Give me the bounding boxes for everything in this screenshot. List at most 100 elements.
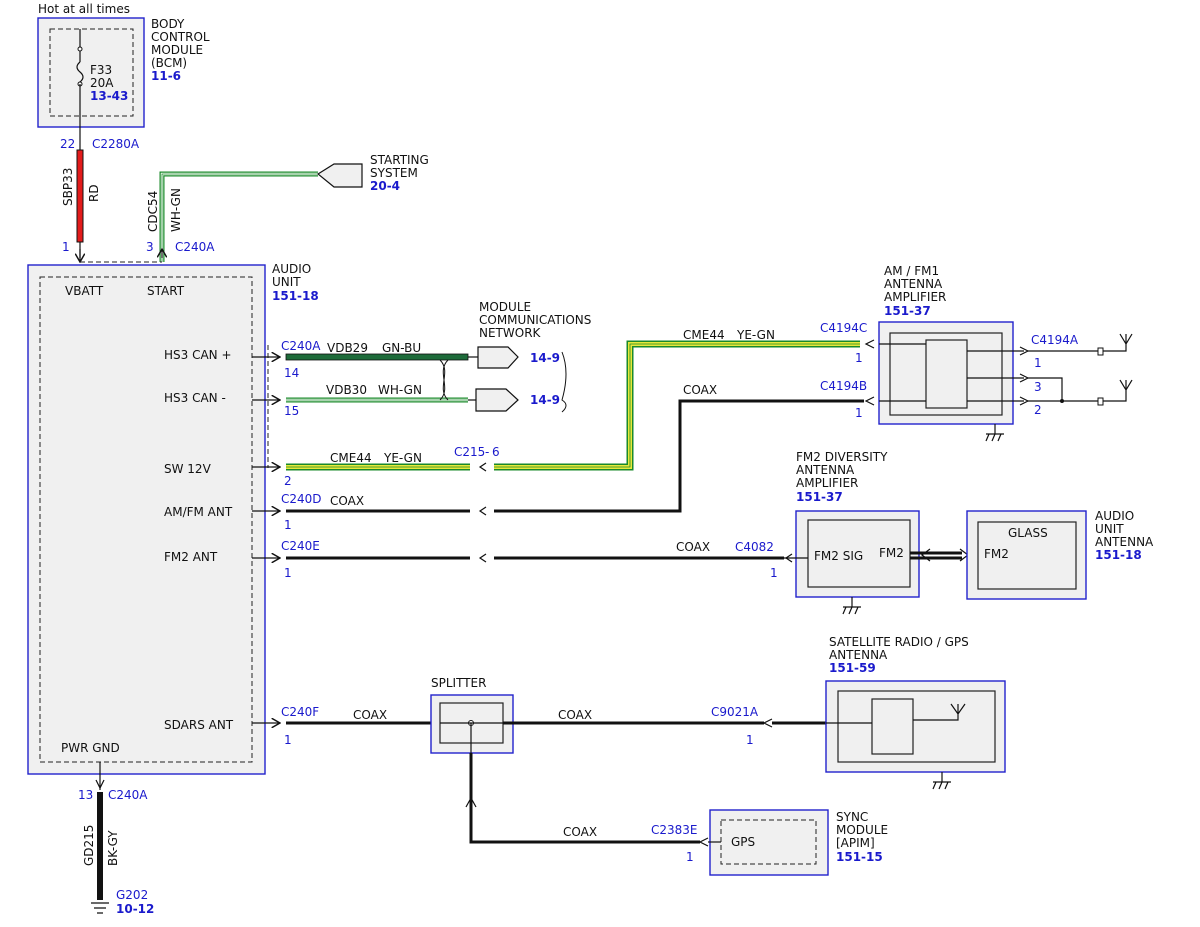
bcm-inner bbox=[49, 28, 134, 117]
c2280a-pin: 22 bbox=[60, 137, 75, 151]
svg-text:[APIM]: [APIM] bbox=[836, 836, 875, 850]
vdb29-pin: 14 bbox=[284, 366, 299, 380]
fm2-amp-ref[interactable]: 151-37 bbox=[796, 490, 843, 504]
twisted-pair-icon bbox=[439, 359, 449, 401]
audio-unit-box[interactable] bbox=[27, 264, 266, 775]
bcm-name: BODY CONTROL MODULE (BCM) bbox=[151, 17, 210, 70]
amfm-coax-wire[interactable] bbox=[286, 399, 864, 513]
svg-text:UNIT: UNIT bbox=[1095, 522, 1124, 536]
bcm-ref[interactable]: 11-6 bbox=[151, 69, 181, 83]
splitter-coax-right: COAX bbox=[558, 708, 592, 722]
sync-ref[interactable]: 151-15 bbox=[836, 850, 883, 864]
svg-text:AUDIO: AUDIO bbox=[272, 262, 311, 276]
vdb29-wire[interactable] bbox=[285, 353, 469, 361]
c4194b-pin: 1 bbox=[855, 406, 863, 420]
c240d-connector: C240D bbox=[281, 492, 322, 506]
svg-text:ANTENNA: ANTENNA bbox=[796, 463, 855, 477]
svg-text:BODY: BODY bbox=[151, 17, 185, 31]
g202-label: G202 bbox=[116, 888, 148, 902]
mcn-minus-connector-icon bbox=[475, 388, 519, 412]
c2280a-connector: C2280A bbox=[92, 137, 140, 151]
fuse-icon bbox=[76, 61, 84, 83]
svg-text:STARTING: STARTING bbox=[370, 153, 429, 167]
sdars-coax-label: COAX bbox=[353, 708, 387, 722]
fuse-ref[interactable]: 13-43 bbox=[90, 89, 128, 103]
fm2-link-wire[interactable] bbox=[910, 551, 962, 560]
sw12v-pin: 2 bbox=[284, 474, 292, 488]
starting-system-ref[interactable]: 20-4 bbox=[370, 179, 400, 193]
sat-antenna-ref[interactable]: 151-59 bbox=[829, 661, 876, 675]
antenna-icon bbox=[913, 703, 966, 721]
svg-text:SYNC: SYNC bbox=[836, 810, 868, 824]
mcn-ref-minus[interactable]: 14-9 bbox=[530, 393, 560, 407]
svg-text:AMPLIFIER: AMPLIFIER bbox=[796, 476, 858, 490]
ground-icon bbox=[985, 424, 1004, 442]
pwr-gnd-label: PWR GND bbox=[61, 741, 120, 755]
bcm-box[interactable] bbox=[37, 17, 145, 128]
hs3-can-minus-label: HS3 CAN - bbox=[164, 391, 226, 405]
c4194b-connector: C4194B bbox=[820, 379, 867, 393]
amfm-amp-ref[interactable]: 151-37 bbox=[884, 304, 931, 318]
vdb29-circuit: VDB29 bbox=[327, 341, 368, 355]
c240e-pin: 1 bbox=[284, 566, 292, 580]
gd215-wire[interactable] bbox=[97, 792, 103, 900]
ground-connector: C240A bbox=[108, 788, 148, 802]
svg-text:COMMUNICATIONS: COMMUNICATIONS bbox=[479, 313, 591, 327]
svg-text:SATELLITE RADIO / GPS: SATELLITE RADIO / GPS bbox=[829, 635, 969, 649]
svg-text:AUDIO: AUDIO bbox=[1095, 509, 1134, 523]
svg-text:CONTROL: CONTROL bbox=[151, 30, 210, 44]
svg-text:AM / FM1: AM / FM1 bbox=[884, 264, 939, 278]
vdb29-color: GN-BU bbox=[382, 341, 421, 355]
svg-text:SYSTEM: SYSTEM bbox=[370, 166, 418, 180]
sbp33-wire[interactable] bbox=[76, 149, 84, 243]
starting-system-connector-icon bbox=[316, 163, 363, 188]
ground-icon bbox=[842, 597, 861, 615]
splitter-label: SPLITTER bbox=[431, 676, 486, 690]
audio-antenna-ref[interactable]: 151-18 bbox=[1095, 548, 1142, 562]
cme44-upper-color: YE-GN bbox=[736, 328, 775, 342]
ground-ref[interactable]: 10-12 bbox=[116, 902, 154, 916]
hot-at-all-times-label: Hot at all times bbox=[38, 2, 130, 16]
svg-text:MODULE: MODULE bbox=[836, 823, 888, 837]
fm2-out-label: FM2 bbox=[879, 546, 904, 560]
c9021a-connector: C9021A bbox=[711, 705, 759, 719]
gps-label: GPS bbox=[731, 835, 755, 849]
ground-icon bbox=[932, 772, 951, 790]
svg-text:ANTENNA: ANTENNA bbox=[829, 648, 888, 662]
c240d-pin: 1 bbox=[284, 518, 292, 532]
coax-upper-label: COAX bbox=[683, 383, 717, 397]
gd215-circuit: GD215 bbox=[82, 825, 96, 866]
c4194a-pin-1: 1 bbox=[1034, 356, 1042, 370]
amfm-ant-label: AM/FM ANT bbox=[164, 505, 233, 519]
cdc54-color: WH-GN bbox=[169, 188, 183, 232]
svg-text:NETWORK: NETWORK bbox=[479, 326, 542, 340]
c240f-pin: 1 bbox=[284, 733, 292, 747]
cdc54-wire[interactable] bbox=[159, 171, 318, 262]
audio-unit-ref[interactable]: 151-18 bbox=[272, 289, 319, 303]
cme44-wire[interactable] bbox=[286, 340, 860, 471]
c240a-top-connector: C240A bbox=[175, 240, 215, 254]
mcn-plus-connector-icon bbox=[477, 346, 519, 369]
c4194a-pin-3: 3 bbox=[1034, 380, 1042, 394]
ground-pin: 13 bbox=[78, 788, 93, 802]
c9021a-pin: 1 bbox=[746, 733, 754, 747]
amplifier-block bbox=[925, 339, 968, 409]
c240e-connector: C240E bbox=[281, 539, 320, 553]
fm2-ant-label: FM2 ANT bbox=[164, 550, 218, 564]
svg-text:UNIT: UNIT bbox=[272, 275, 301, 289]
vdb30-pin: 15 bbox=[284, 404, 299, 418]
vbatt-label: VBATT bbox=[65, 284, 104, 298]
svg-text:FM2 DIVERSITY: FM2 DIVERSITY bbox=[796, 450, 888, 464]
hs3-can-plus-label: HS3 CAN + bbox=[164, 348, 232, 362]
svg-text:ANTENNA: ANTENNA bbox=[884, 277, 943, 291]
sbp33-color: RD bbox=[87, 184, 101, 202]
cme44-upper-circuit: CME44 bbox=[683, 328, 725, 342]
sw12v-color: YE-GN bbox=[383, 451, 422, 465]
splitter-gps-wire[interactable] bbox=[469, 753, 700, 844]
amfm-coax-label: COAX bbox=[330, 494, 364, 508]
mcn-ref-plus[interactable]: 14-9 bbox=[530, 351, 560, 365]
sbp33-circuit: SBP33 bbox=[61, 168, 75, 206]
sdars-ant-label: SDARS ANT bbox=[164, 718, 234, 732]
c4194c-connector: C4194C bbox=[820, 321, 867, 335]
